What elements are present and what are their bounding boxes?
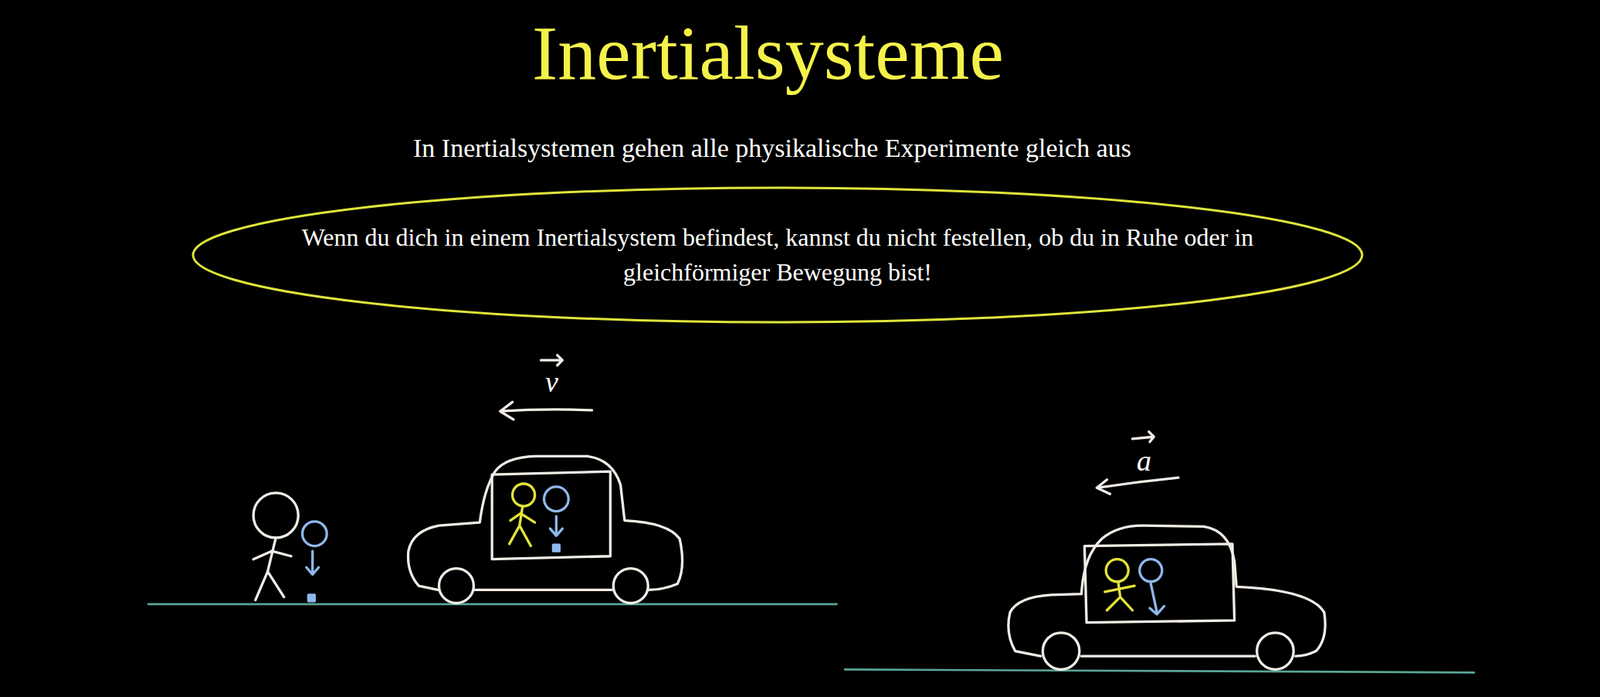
falling-ball [544,486,570,551]
ellipse-callout: Wenn du dich in einem Inertialsystem bef… [190,185,1365,325]
ground-line [148,603,837,606]
acceleration-arrow [1096,431,1179,495]
car [407,455,682,603]
stick-figure [253,492,299,600]
car [1008,525,1326,669]
ellipse-outline [193,187,1363,323]
title: Inertialsysteme [532,8,1004,98]
passenger [1105,559,1135,611]
ellipse-outline [190,185,1365,325]
passenger [509,483,536,546]
falling-ball [302,521,328,601]
vector-symbol: v [545,364,559,399]
velocity-arrow [500,355,593,420]
falling-ball [1139,559,1165,614]
subtitle: In Inertialsystemen gehen alle physikali… [413,133,1132,163]
ground-line [844,668,1475,672]
vector-symbol: a [1136,443,1152,478]
statement-text: Wenn du dich in einem Inertialsystem bef… [267,220,1288,290]
